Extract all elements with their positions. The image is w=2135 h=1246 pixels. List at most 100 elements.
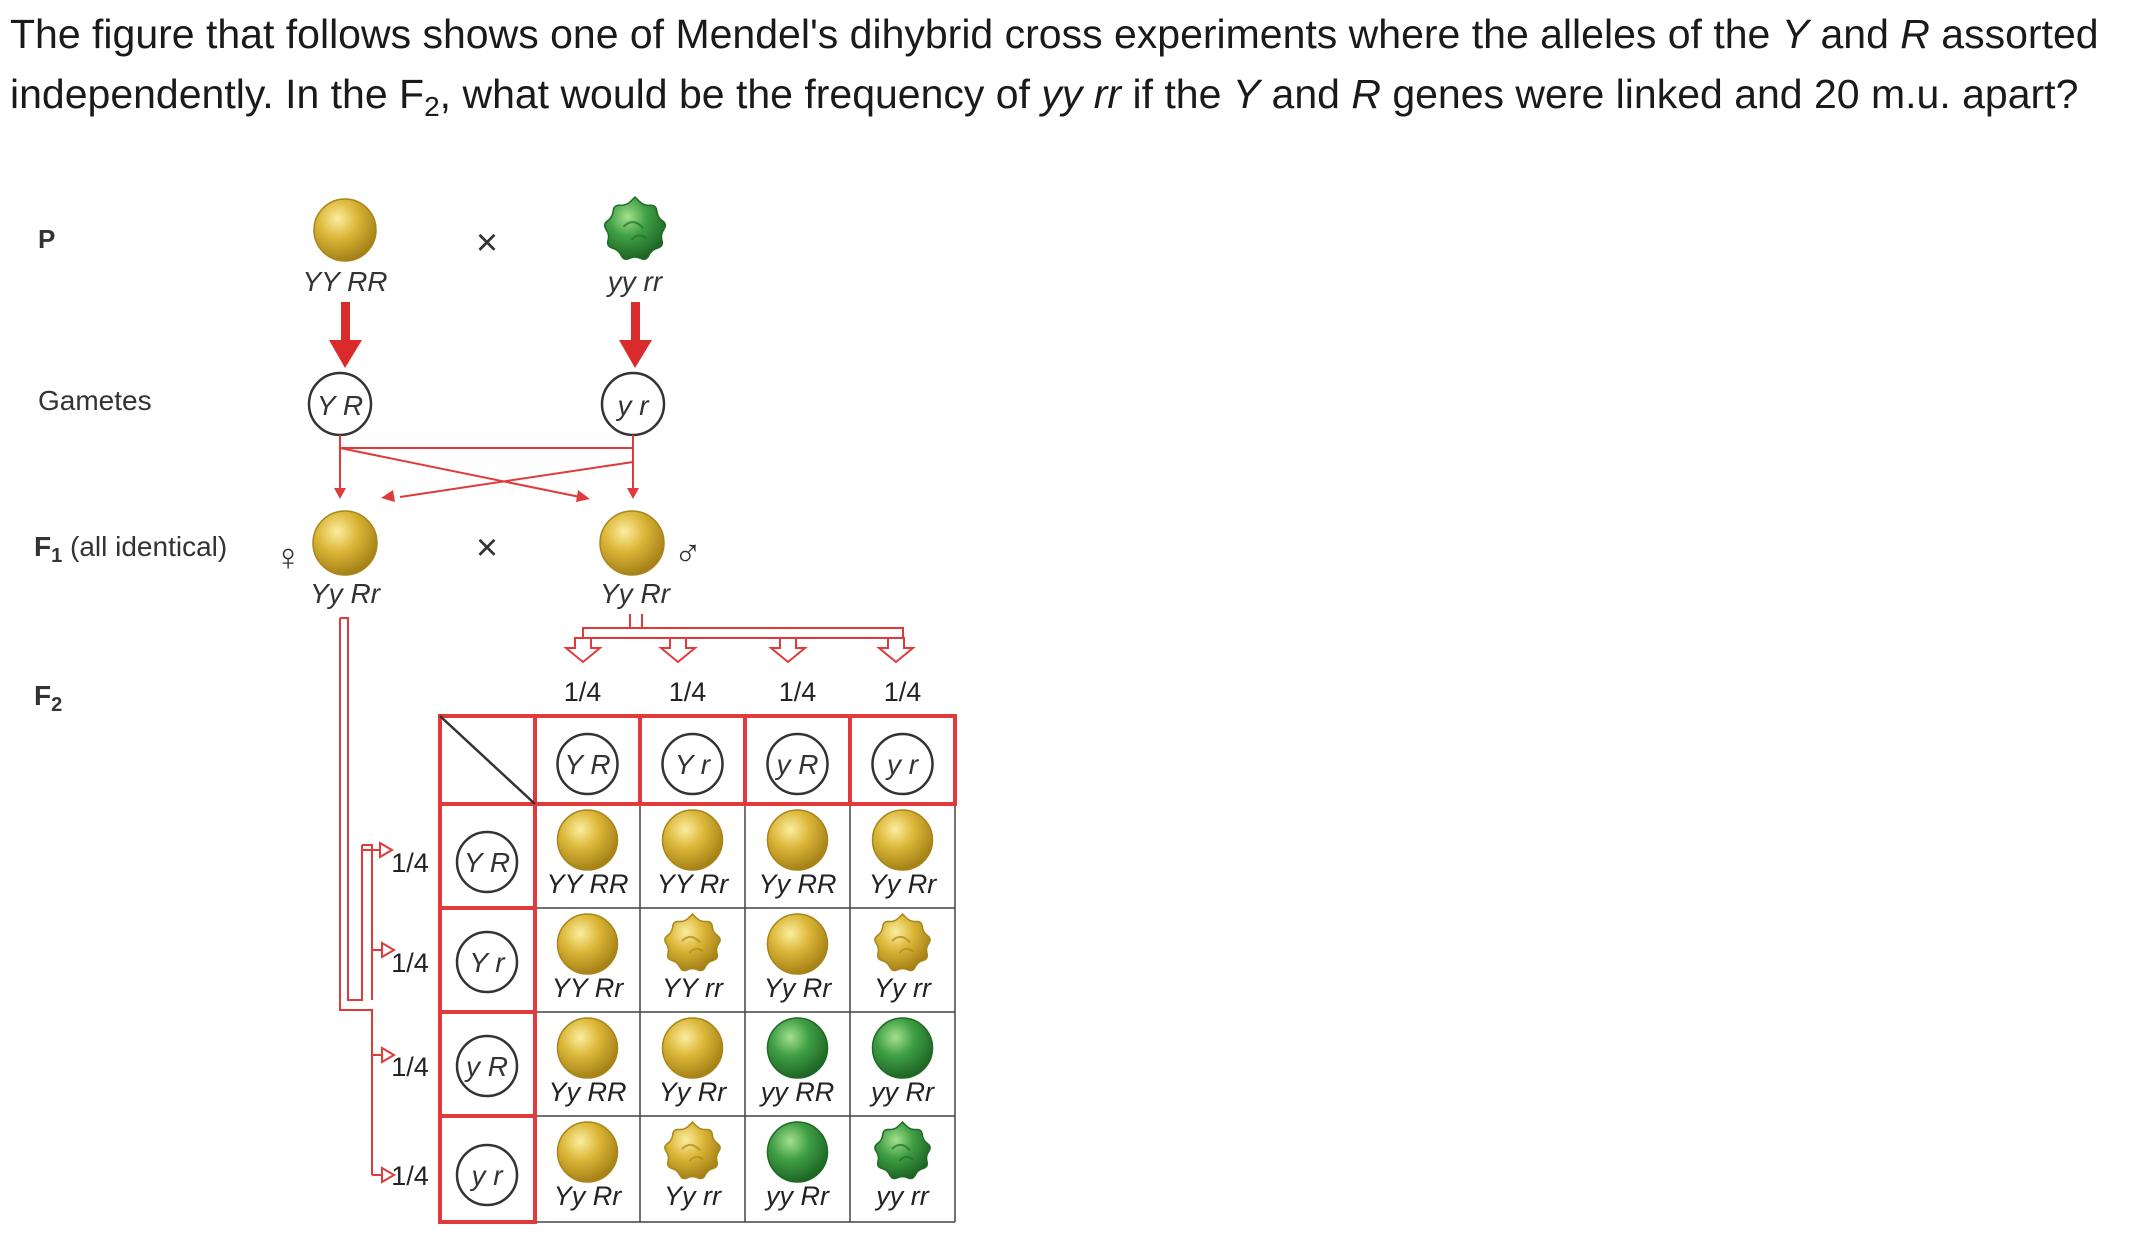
pea-yellow-round [556,1017,619,1079]
offspring-genotype: yy Rr [869,1077,935,1107]
parent-green-wrinkled-pea [603,195,667,260]
question-text: The figure that follows shows one of Men… [10,4,2120,124]
column-frequency: 1/4 [779,677,817,707]
offspring-cell: Yy RR [548,1017,627,1107]
gene-r: R [1900,11,1930,57]
column-gamete: Y R [556,732,619,796]
column-frequency: 1/4 [669,677,707,707]
svg-text:Y r: Y r [675,749,712,780]
offspring-cell: YY RR [546,809,629,899]
column-gamete: y R [766,732,829,796]
pea-yellow-round [313,198,377,262]
offspring-genotype: Yy RR [548,1077,626,1107]
row-gamete: Y R [455,830,519,894]
f1-female-pea [312,510,378,576]
svg-text:Y R: Y R [317,390,363,421]
arrow-down-right [619,302,652,368]
row-frequency: 1/4 [391,948,429,978]
row-gamete: y R [455,1034,519,1098]
column-gamete: y r [871,732,934,796]
row-gamete-headers: Y R Y r y R y r [455,830,519,1207]
gene-y: Y [1781,11,1810,57]
question-part: assorted independently. In the F [10,11,2099,117]
gamete-right: y r [600,371,666,437]
pea-green-wrinkled [874,1120,931,1180]
female-branch-arrowheads [379,841,396,1184]
question-part: genes were linked and 20 m.u. apart? [1380,71,2079,117]
row-frequency: 1/4 [391,1161,429,1191]
offspring-genotype: Yy RR [758,869,836,899]
row-gamete: Y r [455,930,519,994]
pea-green-wrinkled [603,195,667,260]
label-p: P [38,224,55,254]
f1-male-pea [599,510,665,576]
offspring-cell: Yy Rr [659,1017,728,1107]
pea-yellow-wrinkled [664,912,721,972]
offspring-cell: Yy Rr [764,913,832,1003]
offspring-genotype: yy RR [759,1077,835,1107]
offspring-genotype: yy rr [874,1181,929,1211]
pea-yellow-round [556,809,619,871]
offspring-cell: YY rr [662,912,724,1003]
offspring-cell: yy Rr [764,1121,830,1211]
pea-yellow-wrinkled [664,1120,721,1180]
pea-yellow-round [599,510,665,576]
offspring-cell: yy rr [874,1120,931,1211]
column-frequency: 1/4 [884,677,922,707]
pea-yellow-round [766,913,829,975]
offspring-genotype: yy Rr [764,1181,830,1211]
pea-yellow-round [766,809,829,871]
question-part: if the [1121,71,1233,117]
offspring-cell: Yy rr [874,912,932,1003]
offspring-cell: Yy Rr [869,809,938,899]
female-symbol: ♀ [274,537,303,579]
pea-yellow-round [661,1017,724,1079]
parent-right-genotype: yy rr [606,266,664,297]
svg-text:Y R: Y R [564,749,610,780]
pea-yellow-round [556,913,619,975]
svg-text:y R: y R [464,1051,508,1082]
gamete-left: Y R [307,371,373,437]
question-part: , what would be the frequency of [439,71,1042,117]
question-part: The figure that follows shows one of Men… [10,11,1782,57]
offspring-genotype: Yy Rr [659,1077,728,1107]
offspring-cell: yy Rr [869,1017,935,1107]
parent-yellow-round-pea [313,198,377,262]
pea-green-round [766,1017,829,1079]
offspring-genotype: Yy Rr [554,1181,623,1211]
f1-right-genotype: Yy Rr [600,578,672,609]
svg-text:y r: y r [885,749,920,780]
offspring-genotype: YY RR [546,869,628,899]
female-gamete-branches [339,617,382,1176]
offspring-cell: Yy RR [758,809,837,899]
offspring-genotype: YY Rr [552,973,625,1003]
svg-text:Y r: Y r [469,947,506,978]
offspring-cell: Yy Rr [554,1121,623,1211]
label-f2: F2 [34,680,62,716]
generation-subscript: 2 [424,91,440,122]
question-part: and [1260,71,1352,117]
pea-yellow-round [871,809,934,871]
column-frequency: 1/4 [564,677,602,707]
male-symbol: ♂ [674,533,703,575]
f1-left-genotype: Yy Rr [310,578,382,609]
cross-symbol: × [476,222,498,264]
offspring-genotype: YY rr [662,973,724,1003]
row-frequency: 1/4 [391,1052,429,1082]
svg-text:y r: y r [469,1160,504,1191]
offspring-cell: YY Rr [657,809,730,899]
parent-left-genotype: YY RR [302,266,387,297]
pea-green-round [766,1121,829,1183]
offspring-cells: YY RR YY Rr Yy RR Yy Rr YY Rr YY rr Yy Rr Yy rr… [546,809,938,1211]
pea-yellow-round [556,1121,619,1183]
pea-yellow-wrinkled [874,912,931,972]
svg-text:y r: y r [615,390,650,421]
row-frequency: 1/4 [391,848,429,878]
pea-green-round [871,1017,934,1079]
punnett-square: 1/4 1/4 1/4 1/4 Y R Y r y R y r 1/4 1/4 1/4 1/4 Y… [391,677,957,1224]
offspring-genotype: YY Rr [657,869,730,899]
label-f1: F1 (all identical) [34,531,227,567]
offspring-genotype: Yy Rr [869,869,938,899]
label-gametes: Gametes [38,385,152,416]
